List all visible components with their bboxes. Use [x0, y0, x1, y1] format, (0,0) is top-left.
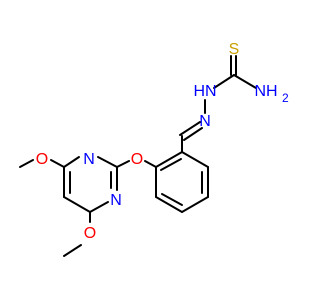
- bond-benzene-3: [181, 196, 209, 213]
- atom-o-ether: O: [131, 151, 143, 168]
- bond-pyr-2: [63, 156, 80, 168]
- bond-benzene-1: [181, 151, 209, 168]
- bond-benzene-inner-2: [161, 193, 183, 206]
- bond-benzene-4: [155, 196, 183, 213]
- atom-o-methoxy-bottom: O: [84, 225, 96, 242]
- bond-pyr-o-top: [50, 159, 65, 168]
- atom-o-methoxy-top: O: [36, 151, 48, 168]
- atom-nh2-subscript: 2: [282, 91, 289, 105]
- atom-n-imine: N: [199, 113, 211, 130]
- bond-c-n-imine-1: [179, 121, 201, 136]
- bond-c-nh2: [233, 74, 257, 89]
- bond-methyl-bottom: [63, 244, 82, 257]
- bond-benzene-6: [155, 151, 183, 168]
- atom-s: S: [229, 41, 240, 58]
- atom-nh2: NH: [254, 83, 277, 100]
- bond-c-n-imine-2: [183, 127, 203, 141]
- bond-pyr-4: [63, 196, 91, 213]
- bond-pyr-1: [97, 156, 118, 168]
- bond-benzene-inner-3: [160, 158, 182, 171]
- chemical-structure-diagram: S HN NH 2 N O N N O O: [19, 41, 289, 257]
- atom-n-pyrimidine-1: N: [83, 151, 95, 168]
- atom-hn: HN: [193, 83, 216, 100]
- bond-pyr-5: [89, 201, 109, 213]
- bond-o-pyrimidine: [116, 160, 130, 168]
- atom-n-pyrimidine-2: N: [110, 192, 122, 209]
- bond-methyl-top: [19, 159, 34, 168]
- bond-benzene-o: [144, 160, 157, 168]
- bond-c-hn: [213, 74, 235, 89]
